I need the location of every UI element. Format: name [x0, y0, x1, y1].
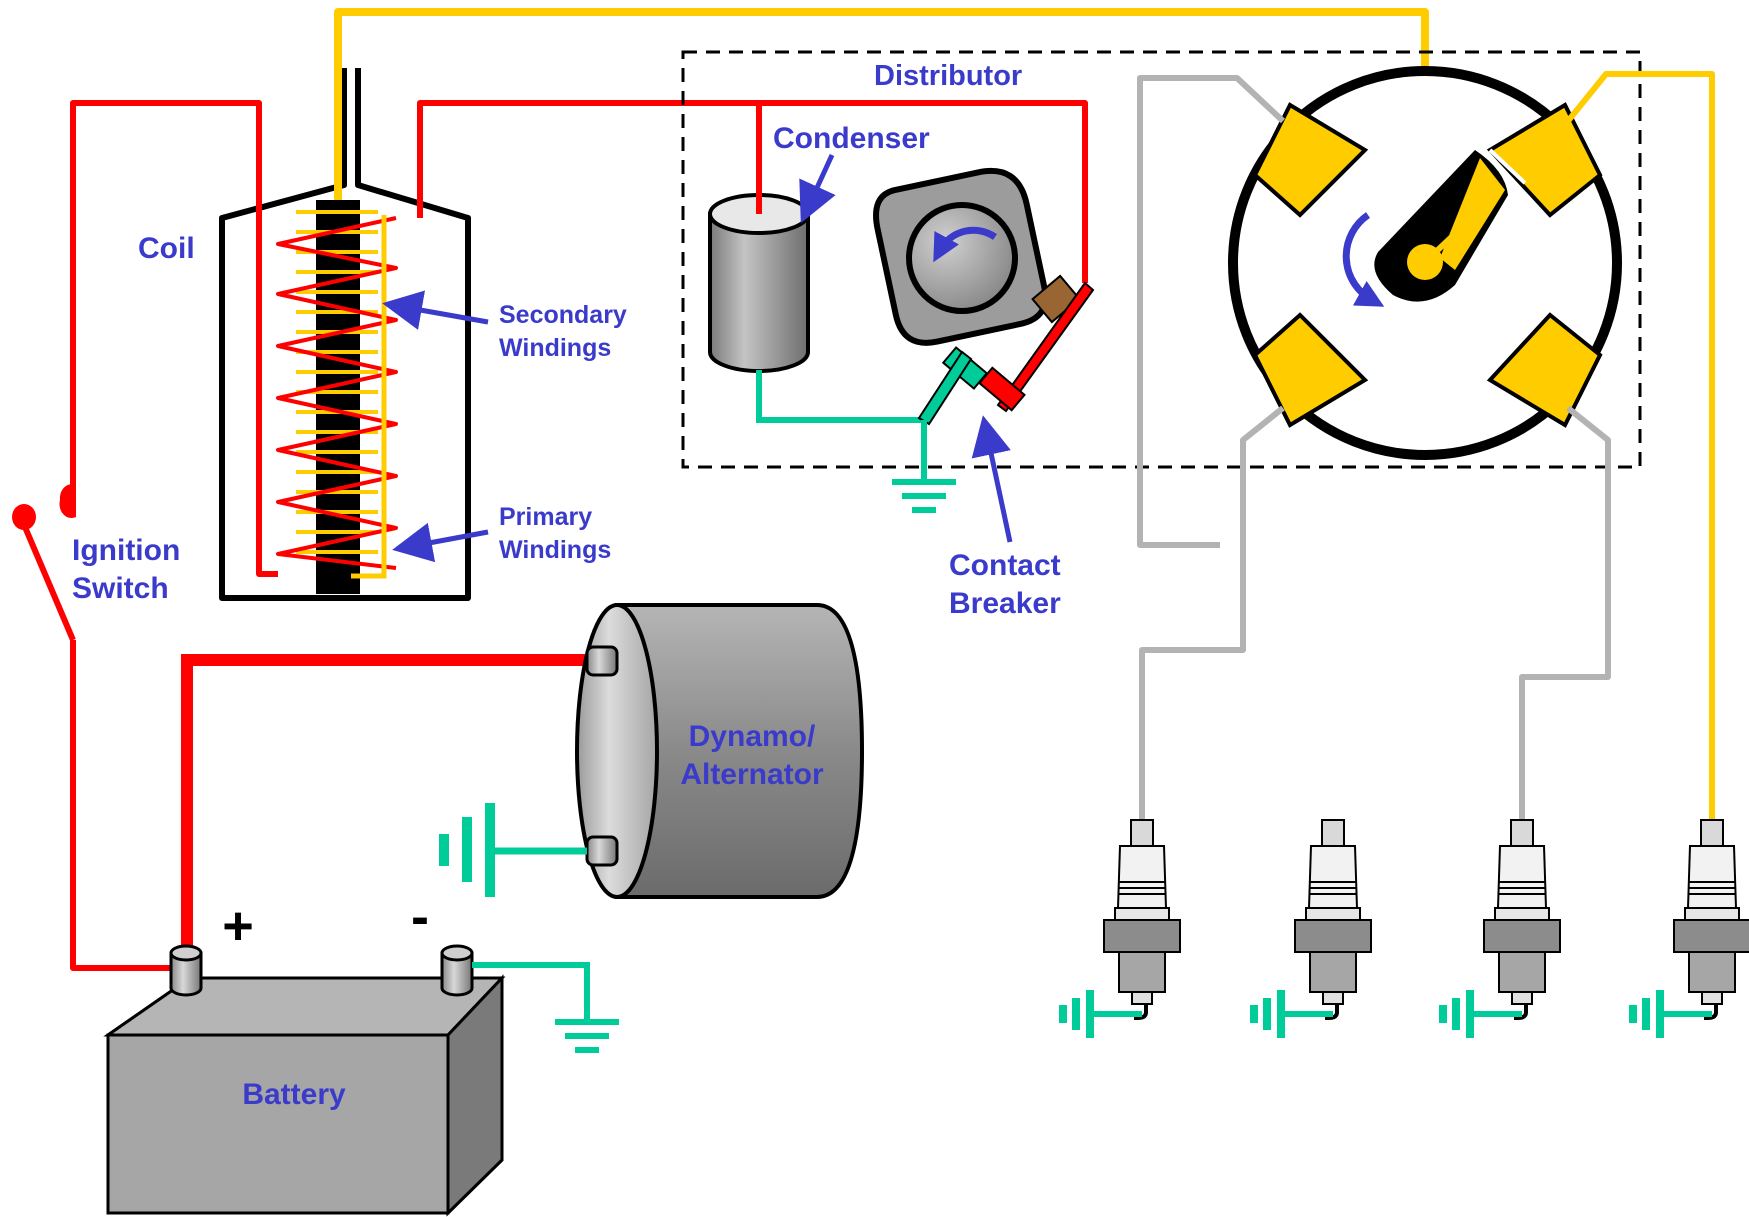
- distributor-housing: [681, 50, 1642, 469]
- ground-symbol-icon: [555, 1022, 619, 1050]
- ignition-switch[interactable]: [12, 484, 76, 642]
- cap-segment-1: [1252, 102, 1369, 218]
- cap-segment-3: [1252, 312, 1369, 428]
- contact-breaker: [917, 274, 1095, 482]
- wire-coil-to-breaker: [417, 100, 1088, 283]
- dynamo-label-2: Alternator: [680, 758, 824, 791]
- coil-label: Coil: [138, 232, 195, 265]
- cap-segment-4: [1486, 312, 1603, 428]
- wire-battery-to-dynamo: [181, 654, 585, 950]
- distributor-cap: [1228, 66, 1622, 460]
- condenser-label: Condenser: [773, 122, 930, 155]
- spark-plug-icon: [1672, 818, 1749, 1020]
- ht-leads: [1137, 75, 1611, 820]
- dynamo-label-1: Dynamo/: [689, 720, 816, 753]
- battery: [103, 944, 506, 1217]
- wire-battery-negative-ground: [472, 962, 590, 1022]
- ground-symbol-icon: [1633, 990, 1712, 1038]
- cap-segment-2: [1486, 102, 1603, 218]
- spark-plug-icon: [1293, 818, 1373, 1020]
- condenser: [708, 103, 810, 373]
- spark-plug-icon: [1102, 818, 1182, 1020]
- ht-lead-yellow: [1565, 71, 1715, 820]
- primary-return-wire: [351, 215, 387, 579]
- primary-windings-label-1: Primary: [499, 503, 592, 531]
- battery-label: Battery: [242, 1078, 346, 1111]
- secondary-windings-label-1: Secondary: [499, 301, 627, 329]
- contact-breaker-label-2: Breaker: [949, 587, 1061, 620]
- rotation-arrow-icon: [933, 226, 997, 263]
- ground-symbol-icon: [1063, 990, 1142, 1038]
- ground-symbol-icon: [892, 482, 956, 510]
- positive-sign: +: [222, 896, 254, 956]
- spark-plug-icon: [1482, 818, 1562, 1020]
- coil-core: [316, 200, 360, 594]
- ground-symbol-icon: [439, 803, 587, 897]
- distributor-cam: [873, 168, 1049, 346]
- wire-switch-to-coil: [70, 100, 278, 577]
- secondary-winding: [276, 216, 398, 570]
- secondary-windings-label-2: Windings: [499, 334, 611, 362]
- ignition-coil: [219, 68, 471, 601]
- primary-windings-label-2: Windings: [499, 536, 611, 564]
- battery-positive-terminal: [169, 944, 203, 997]
- distributor-label: Distributor: [874, 60, 1022, 92]
- contact-breaker-label-1: Contact: [949, 549, 1061, 582]
- ignition-switch-label-2: Switch: [72, 572, 169, 605]
- ground-symbol-icon: [1443, 990, 1522, 1038]
- ignition-switch-label-1: Ignition: [72, 534, 180, 567]
- dynamo-alternator: [575, 603, 865, 899]
- ground-symbol-icon: [1254, 990, 1333, 1038]
- wire-condenser-ground: [756, 370, 924, 423]
- wire-battery-to-switch: [70, 640, 176, 971]
- coil-casing: [219, 68, 471, 601]
- rotation-arrow-icon: [1342, 212, 1385, 307]
- battery-negative-terminal: [440, 944, 474, 997]
- negative-sign: -: [411, 887, 429, 947]
